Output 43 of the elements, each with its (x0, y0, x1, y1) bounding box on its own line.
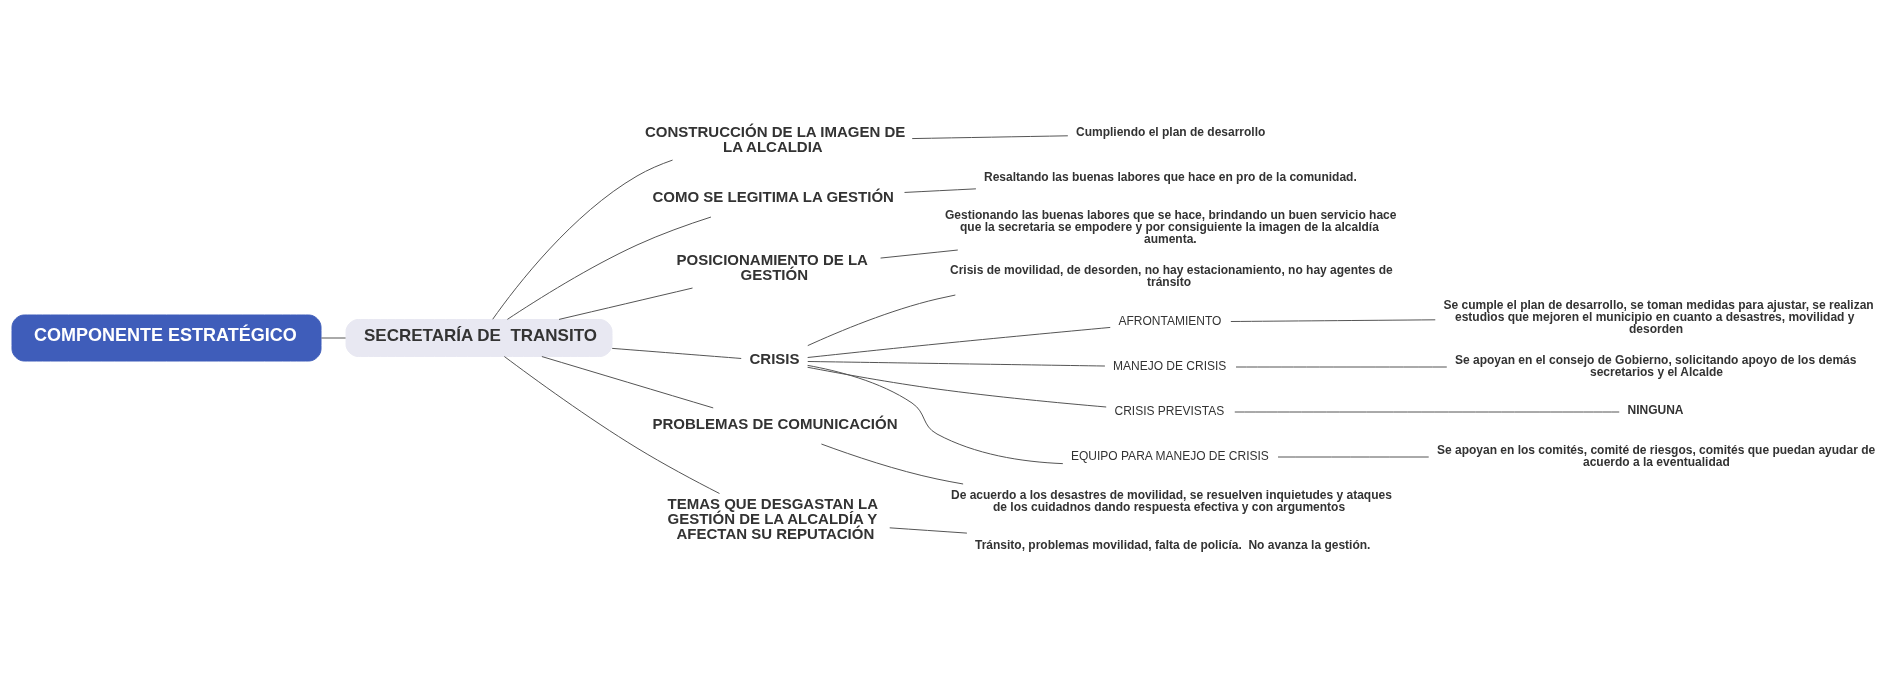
connector (506, 216, 712, 320)
node-text: De acuerdo a los desastres de movilidad, se resuelven inquietudes y ataques de los cuidadnos dando respuesta efectiva y con argumentos (951, 487, 1392, 514)
connector (320, 337, 347, 339)
connector (807, 361, 1106, 367)
node-text: MANEJO DE CRISIS (1113, 359, 1227, 374)
connector (503, 356, 720, 494)
node-text: Se apoyan en el consejo de Gobierno, solicitando apoyo de los demás secretarios y el Alcalde (1455, 352, 1857, 379)
connector (807, 364, 1064, 465)
connector (1234, 411, 1620, 413)
connector (880, 249, 959, 259)
node-text: Resaltando las buenas labores que hace en pro de la comunidad. (984, 170, 1357, 185)
node-text: AFRONTAMIENTO (1118, 314, 1222, 329)
connector (1277, 456, 1430, 458)
node-text: POSICIONAMIENTO DE LA GESTIÓN (676, 251, 868, 283)
node-text: Se apoyan en los comités, comité de riesgos, comités que puedan ayudar de acuerdo a la eventualidad (1437, 442, 1876, 469)
connector (911, 135, 1069, 140)
node-box: COMPONENTE ESTRATÉGICO (11, 314, 322, 362)
node-text: CRISIS (749, 349, 800, 367)
node-text: PROBLEMAS DE COMUNICACIÓN (652, 414, 898, 432)
node-box: SECRETARÍA DE TRANSITO (345, 319, 613, 357)
connector (889, 527, 968, 534)
connector (1235, 366, 1448, 368)
connector (541, 356, 714, 409)
node-text: Crisis de movilidad, de desorden, no hay estacionamiento, no hay agentes de tránsito (950, 262, 1393, 289)
connector (807, 366, 1107, 408)
connector (904, 188, 977, 193)
node-text: Cumpliendo el plan de desarrollo (1076, 125, 1266, 140)
node-text: Gestionando las buenas labores que se hace, brindando un buen servicio hace que la secretaria se empodere y por consiguiente la imagen de la alcaldía aumenta. (945, 207, 1397, 246)
node-text: CONSTRUCCIÓN DE LA IMAGEN DE LA ALCALDIA (645, 123, 906, 155)
connector (807, 294, 956, 347)
connector (558, 287, 694, 320)
connector (807, 326, 1111, 358)
connector (1230, 319, 1436, 322)
node-text: NINGUNA (1627, 403, 1684, 418)
node-text: Tránsito, problemas movilidad, falta de policía. No avanza la gestión. (975, 538, 1371, 553)
node-text: CRISIS PREVISTAS (1114, 404, 1225, 419)
node-text: COMO SE LEGITIMA LA GESTIÓN (652, 187, 894, 205)
node-text: Se cumple el plan de desarrollo, se toman medidas para ajustar, se realizan estudios que mejoren el municipio en cuanto a desastres, movilidad y desorden (1443, 297, 1874, 336)
connector (492, 159, 674, 320)
node-text: TEMAS QUE DESGASTAN LA GESTIÓN DE LA ALCALDÍA Y AFECTAN SU REPUTACIÓN (667, 494, 879, 542)
connector (611, 347, 742, 359)
node-text: EQUIPO PARA MANEJO DE CRISIS (1071, 449, 1269, 464)
connector (820, 443, 964, 485)
